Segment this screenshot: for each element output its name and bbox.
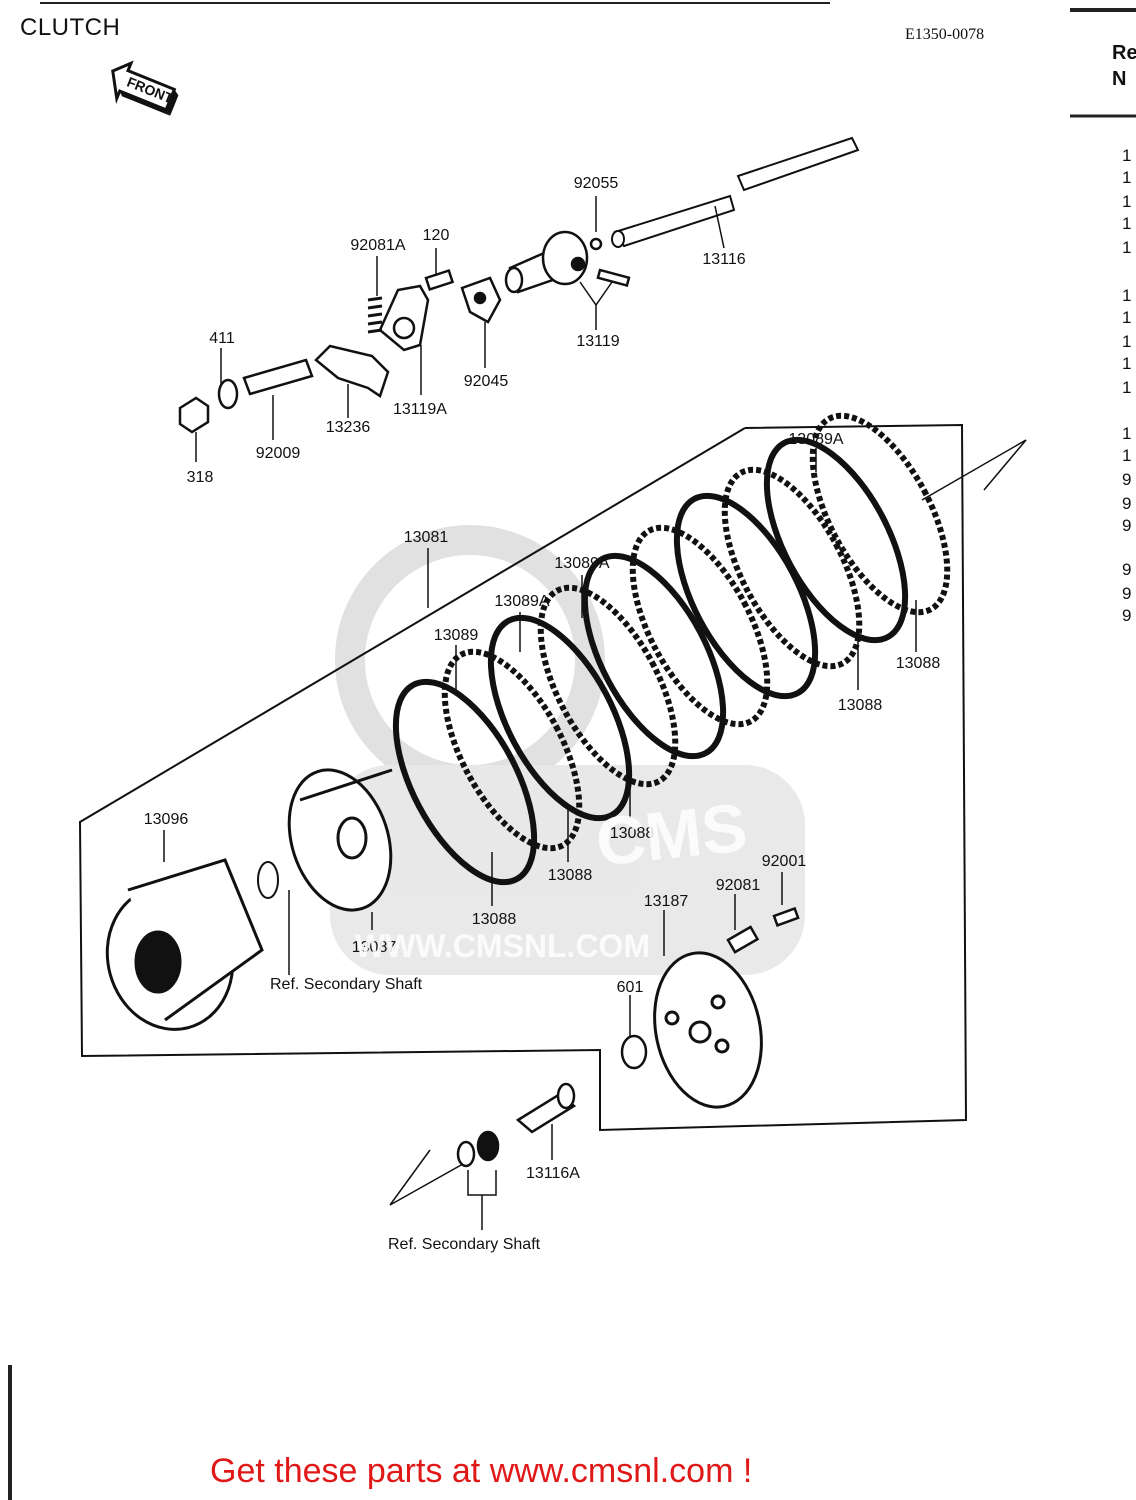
part-label-13096: 13096 (144, 811, 189, 828)
part-label-92081: 92081 (716, 877, 761, 894)
part-label-13089: 13089 (434, 627, 479, 644)
ref-no-item: 9 (1122, 560, 1132, 579)
front-arrow-icon (111, 60, 179, 116)
part-label-13087: 13087 (352, 939, 397, 956)
ref-no-item: 9 (1122, 516, 1132, 535)
ref-no-item: 1 (1122, 192, 1132, 211)
drawing-code: E1350-0078 (905, 26, 985, 43)
release-shaft-13119 (504, 230, 631, 294)
part-label-13116a: 13116A (526, 1165, 580, 1182)
adjuster-assembly (178, 344, 390, 434)
part-label-13088: 13088 (472, 911, 517, 928)
part-number-labels: 92055 13116 92081A 120 13119 411 92045 13119A 13… (144, 175, 941, 1182)
ref-secondary-shaft-note-hub: Ref. Secondary Shaft (270, 976, 423, 993)
small-parts (456, 906, 800, 1168)
ref-no-item: 1 (1122, 354, 1132, 373)
watermark-url: WWW.CMSNL.COM (355, 928, 651, 964)
ref-no-item: 1 (1122, 308, 1132, 327)
washer-hub (257, 861, 279, 899)
leader-lines (163, 196, 917, 1230)
part-label-92009: 92009 (256, 445, 301, 462)
ref-no-item: 1 (1122, 286, 1132, 305)
ref-no-item: 1 (1122, 238, 1132, 257)
part-label-13236: 13236 (326, 419, 371, 436)
ref-no-item: 1 (1122, 424, 1132, 443)
part-label-411: 411 (209, 330, 235, 347)
part-label-13116: 13116 (702, 251, 745, 268)
part-label-13088: 13088 (610, 825, 655, 842)
part-label-13119a: 13119A (393, 401, 447, 418)
part-label-92081a: 92081A (350, 237, 405, 254)
part-label-13089a: 13089A (554, 555, 609, 572)
ref-no-item: 9 (1122, 470, 1132, 489)
part-label-13187: 13187 (644, 893, 689, 910)
ref-no-item: 1 (1122, 214, 1132, 233)
ref-secondary-shaft-note-bottom: Ref. Secondary Shaft (388, 1236, 541, 1253)
part-label-13089a: 13089A (788, 431, 843, 448)
ref-no-item: 1 (1122, 168, 1132, 187)
ref-no-item: 9 (1122, 494, 1132, 513)
lever-13119a (378, 269, 502, 352)
part-label-13088: 13088 (548, 867, 593, 884)
ref-no-item: 1 (1122, 146, 1132, 165)
spring-92081a (367, 296, 383, 334)
part-label-13088: 13088 (838, 697, 883, 714)
ref-no-item: 1 (1122, 378, 1132, 397)
part-label-318: 318 (187, 469, 214, 486)
part-label-13088: 13088 (896, 655, 941, 672)
part-label-13081: 13081 (404, 529, 449, 546)
pushrod-13116 (611, 136, 860, 248)
ref-no-item: 1 (1122, 446, 1132, 465)
part-label-120: 120 (423, 227, 450, 244)
footer-promo-text[interactable]: Get these parts at www.cmsnl.com ! (210, 1452, 753, 1490)
clutch-housing-13096 (105, 858, 264, 1031)
pressure-plate-13187 (653, 951, 763, 1109)
part-label-13089a: 13089A (494, 593, 549, 610)
ref-no-item: 1 (1122, 332, 1132, 351)
clutch-plate-stack (392, 412, 951, 886)
ref-no-column-heading: Re N (1112, 42, 1136, 90)
ref-no-item: 9 (1122, 606, 1132, 625)
part-label-13119: 13119 (576, 333, 619, 350)
clutch-hub-13087 (287, 768, 393, 912)
part-label-92055: 92055 (574, 175, 619, 192)
watermark-brand: CMS (592, 789, 751, 881)
part-label-601: 601 (617, 979, 644, 996)
part-label-92045: 92045 (464, 373, 509, 390)
ref-no-item: 9 (1122, 584, 1132, 603)
part-label-92001: 92001 (762, 853, 807, 870)
page-title: CLUTCH (20, 14, 121, 41)
